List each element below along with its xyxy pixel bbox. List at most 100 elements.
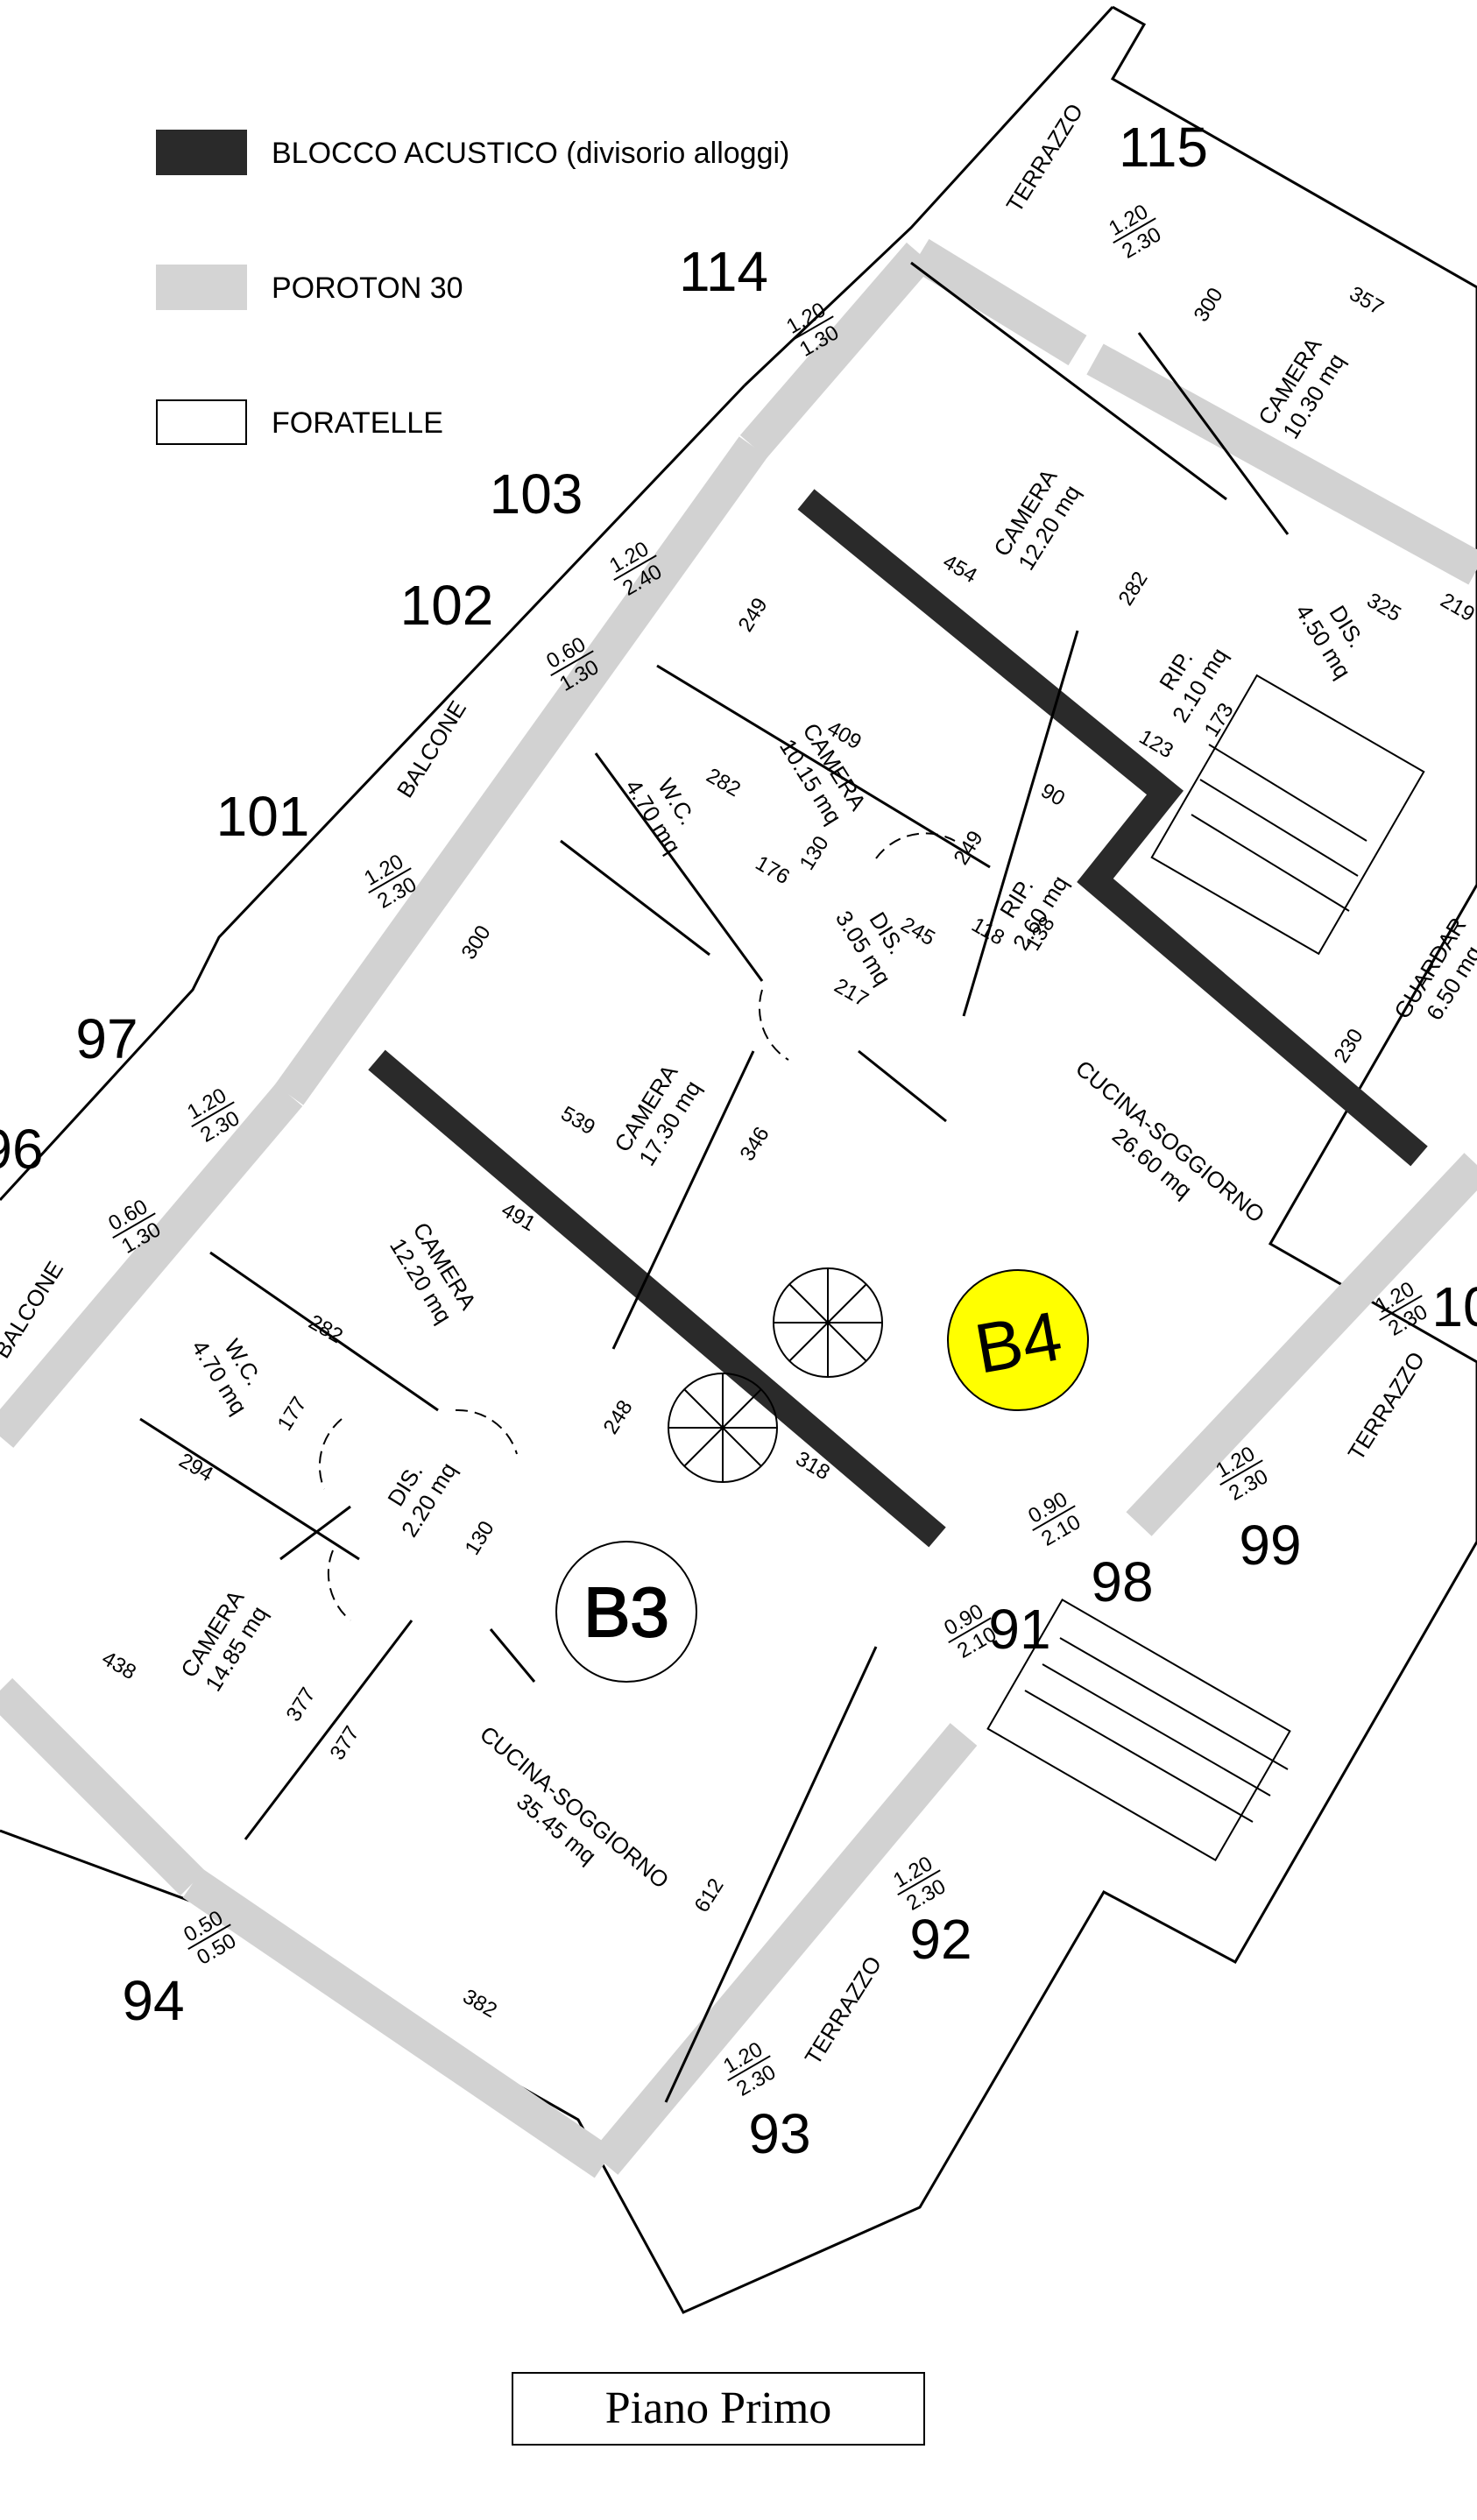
legend-swatch-grey (156, 265, 247, 310)
dimension: 130 (795, 832, 834, 874)
window-ref: 97 (75, 1007, 138, 1070)
building-outline-north (743, 5, 1114, 387)
partition (910, 261, 1227, 501)
unit-label: B3 (583, 1573, 669, 1651)
legend-label: BLOCCO ACUSTICO (divisorio alloggi) (272, 137, 790, 170)
door-swing (455, 1408, 518, 1455)
poroton-wall (274, 436, 768, 1105)
poroton-wall (910, 238, 1087, 366)
door-swing (327, 1549, 351, 1621)
partition (594, 752, 764, 982)
partition (1137, 332, 1290, 535)
dimension: 249 (734, 594, 773, 636)
window-ref: 91 (988, 1598, 1050, 1661)
door-swing (318, 1418, 343, 1490)
acoustic-wall (797, 489, 1428, 1167)
partition (209, 1251, 439, 1412)
partition (611, 1050, 755, 1350)
unit-label: B4 (970, 1296, 1068, 1388)
acoustic-wall (368, 1049, 946, 1548)
legend-label: POROTON 30 (272, 272, 463, 305)
plan-caption: Piano Primo (512, 2372, 925, 2446)
window-ref: 99 (1239, 1514, 1301, 1577)
partition (139, 1417, 360, 1561)
partition (858, 1049, 947, 1123)
window-ref: 96 (0, 1118, 44, 1181)
window-references: 115 114 103 102 101 97 96 94 93 92 91 98… (0, 116, 1477, 2165)
dimension: 282 (703, 764, 745, 801)
dimension: 382 (459, 1985, 501, 2022)
dimension: 294 (175, 1449, 217, 1486)
window-ref: 93 (748, 2102, 810, 2165)
spiral-stair-steps (668, 1268, 882, 1482)
building-outline (0, 5, 1477, 2314)
dimension: 176 (752, 851, 794, 889)
door-swing (758, 989, 789, 1061)
door-swing (875, 832, 956, 859)
window-ref: 92 (909, 1908, 972, 1971)
balcony-label: BALCONE (392, 696, 471, 802)
window-ref: 98 (1091, 1550, 1153, 1613)
window-sizes: 1.202.30 1.201.30 1.202.40 0.601.30 1.20… (104, 200, 1431, 2101)
room-name: CUCINA-SOGGIORNO (475, 1720, 674, 1894)
partition (244, 1620, 413, 1840)
staircase-upper (1150, 674, 1425, 956)
partition (664, 1646, 878, 2103)
room-name: CUCINA-SOGGIORNO (1071, 1055, 1269, 1228)
poroton-wall (1126, 1153, 1477, 1536)
window-ref: 101 (216, 785, 310, 848)
window-size: 1.202.30 (719, 2037, 780, 2101)
legend-label: FORATELLE (272, 406, 443, 440)
building-outline-west (0, 384, 746, 1202)
dimension: 539 (557, 1102, 599, 1140)
poroton-wall (182, 1868, 615, 2178)
dimension: 612 (690, 1874, 729, 1916)
partition (279, 1505, 351, 1561)
dimension: 130 (461, 1517, 499, 1559)
window-ref: 94 (122, 1969, 184, 2032)
poroton-wall (0, 1084, 303, 1448)
window-ref: 115 (1119, 116, 1208, 179)
dimension: 173 (1200, 699, 1239, 741)
stair-treads (1024, 744, 1367, 1823)
poroton-wall (739, 242, 934, 459)
outdoor-labels: TERRAZZO BALCONE BALCONE TERRAZZO TERRAZ… (0, 99, 1430, 2070)
partition (560, 839, 710, 956)
dimension: 357 (1346, 282, 1388, 320)
dimension: 377 (282, 1684, 321, 1726)
legend-swatch-white (156, 399, 247, 445)
dimension: 282 (1114, 568, 1153, 610)
window-ref: 10 (1431, 1275, 1477, 1338)
dimension: 230 (1330, 1025, 1368, 1067)
terrace-label: TERRAZZO (1343, 1347, 1431, 1465)
legend-swatch-dark (156, 130, 247, 175)
dimension: 177 (273, 1393, 312, 1435)
partition (962, 630, 1079, 1017)
dimension: 248 (599, 1396, 638, 1438)
dimension: 325 (1363, 589, 1405, 626)
dimension: 217 (830, 974, 873, 1012)
dimension: 300 (1190, 284, 1228, 326)
dimension: 219 (1437, 589, 1477, 626)
window-size: 0.902.10 (1024, 1487, 1085, 1551)
terrace-label: TERRAZZO (800, 1952, 887, 2070)
unit-badge-b3: B3 (555, 1541, 697, 1683)
unit-badge-b4: B4 (947, 1269, 1089, 1411)
dimension: 118 (967, 913, 1008, 950)
staircase-lower (986, 1599, 1291, 1861)
dimension: 346 (736, 1123, 774, 1165)
poroton-wall (1086, 343, 1477, 585)
partition (489, 1628, 536, 1683)
window-size: 1.202.30 (1105, 200, 1165, 264)
dimension: 90 (1036, 779, 1069, 811)
window-ref: 114 (679, 240, 768, 303)
poroton-wall (590, 1723, 978, 2175)
dimension: 300 (457, 921, 496, 964)
window-ref: 103 (490, 462, 583, 526)
dimension: 454 (939, 550, 981, 588)
dimension: 438 (98, 1647, 140, 1684)
window-ref: 102 (400, 574, 494, 637)
poroton-wall (0, 1677, 206, 1896)
